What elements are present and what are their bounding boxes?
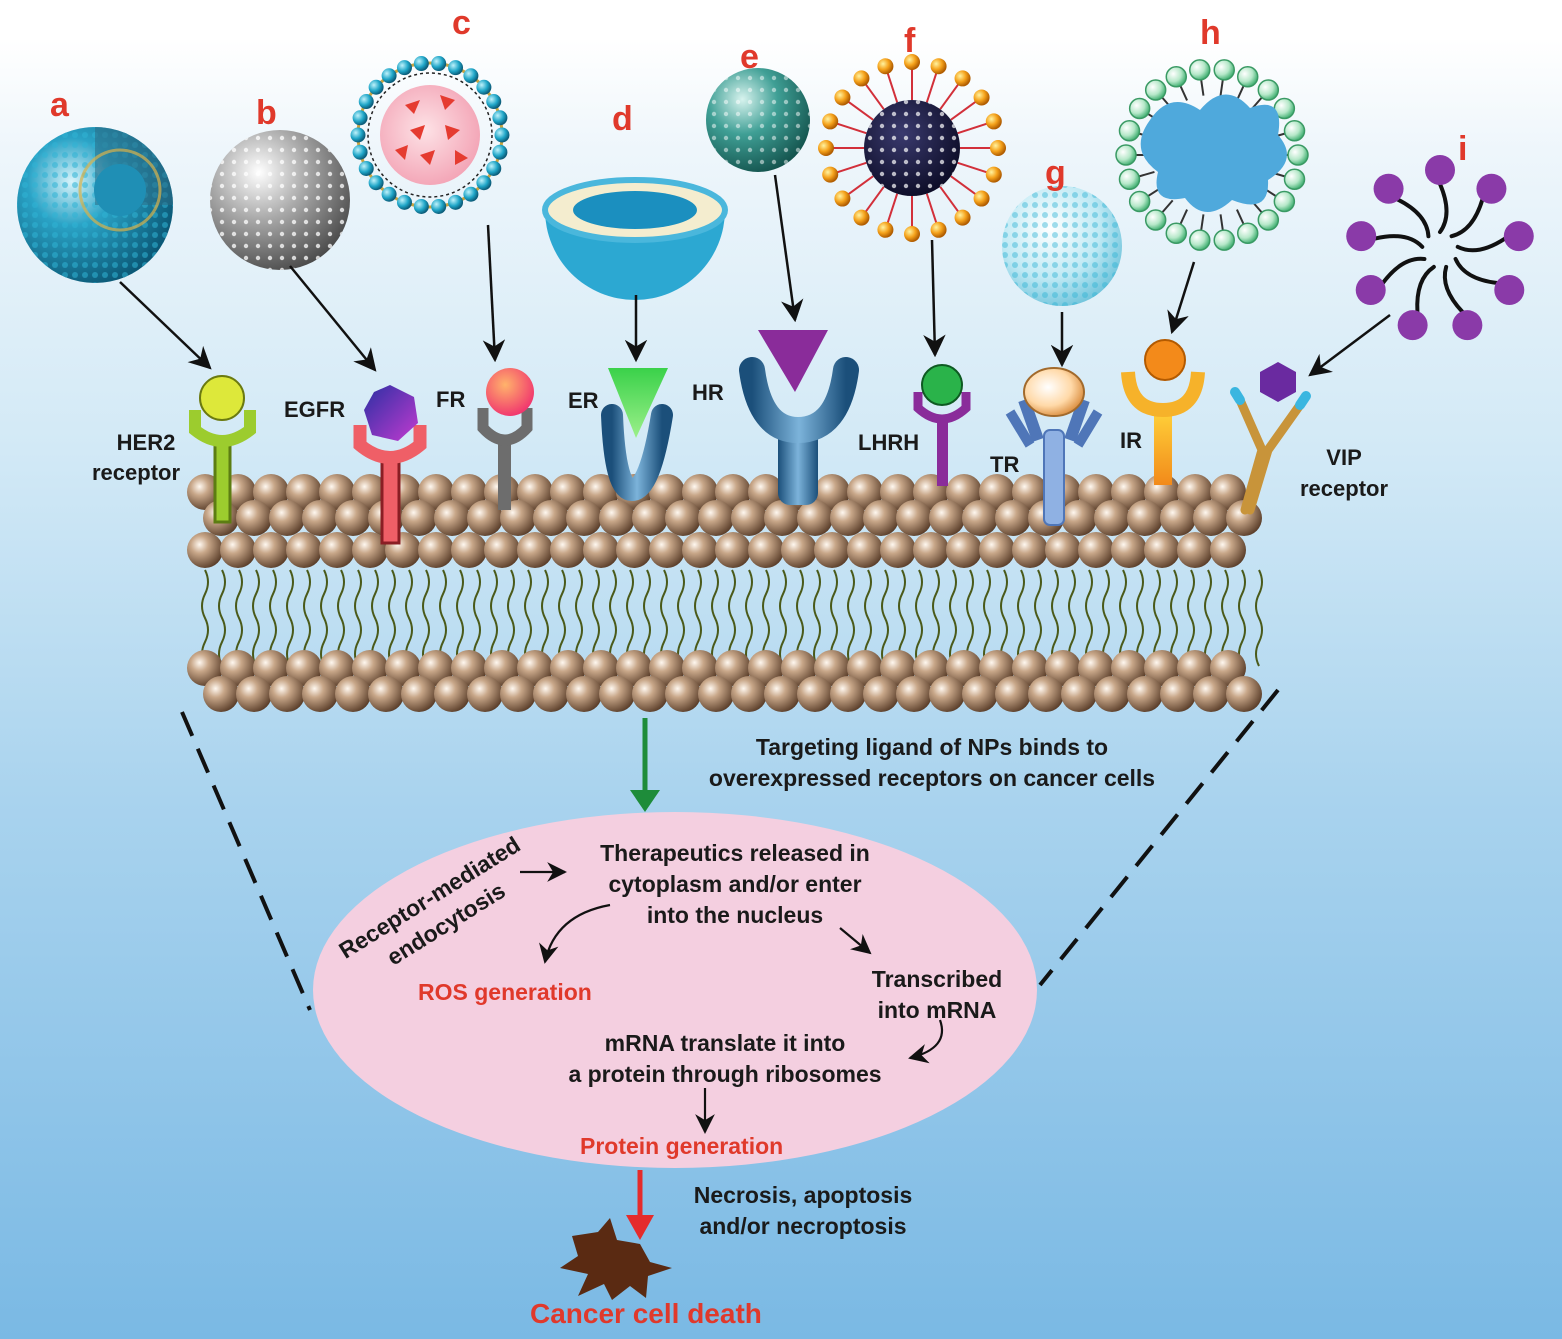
nanoparticle-c-drug-liposome <box>350 56 510 214</box>
lhrh-receptor-shape <box>913 364 971 486</box>
nanoparticle-b-porous-sphere <box>210 130 350 270</box>
ir-label: IR <box>1120 428 1142 453</box>
binding-arrows <box>119 174 1391 377</box>
fr-receptor-shape <box>477 368 534 510</box>
label-i: i <box>1458 130 1468 168</box>
er-label: ER <box>568 388 599 413</box>
ir-receptor-shape <box>1121 339 1205 485</box>
label-b: b <box>256 94 277 132</box>
protein-generation-label: Protein generation <box>580 1133 784 1159</box>
hr-receptor-shape <box>739 330 859 505</box>
fr-label: FR <box>436 387 466 412</box>
label-e: e <box>740 38 759 76</box>
dead-cancer-cell-icon <box>560 1218 672 1300</box>
nanoparticle-a-liposome <box>17 127 173 283</box>
label-c: c <box>452 4 471 42</box>
egfr-receptor-shape <box>353 385 427 545</box>
label-d: d <box>612 100 633 138</box>
process-arrows <box>520 862 943 1134</box>
her2-receptor-shape <box>189 375 256 524</box>
nanoparticle-i-micelle <box>1346 155 1534 341</box>
nanoparticle-f-dendrimer <box>818 54 1006 242</box>
label-g: g <box>1045 154 1066 192</box>
egfr-label: EGFR <box>284 397 346 422</box>
tr-receptor-shape <box>1005 367 1103 526</box>
label-f: f <box>904 22 916 60</box>
cancer-cell-death-label: Cancer cell death <box>530 1298 762 1329</box>
nanoparticle-h-micelle <box>1115 59 1309 251</box>
ros-generation-label: ROS generation <box>418 979 592 1005</box>
label-h: h <box>1200 14 1221 52</box>
label-a: a <box>50 86 69 124</box>
lhrh-label: LHRH <box>858 430 920 455</box>
nanoparticle-d-hemisphere <box>542 177 728 300</box>
nanoparticle-g-sphere <box>1002 186 1122 306</box>
zoom-dashed-lines <box>180 688 1280 1011</box>
nanoparticle-e-sphere <box>706 68 810 172</box>
vip-receptor-shape <box>1230 362 1311 515</box>
lipid-bilayer-membrane <box>187 474 1263 712</box>
tr-label: TR <box>990 452 1020 477</box>
er-receptor-shape <box>601 368 673 502</box>
cell-interior-ellipse <box>313 812 1037 1168</box>
hr-label: HR <box>692 380 724 405</box>
